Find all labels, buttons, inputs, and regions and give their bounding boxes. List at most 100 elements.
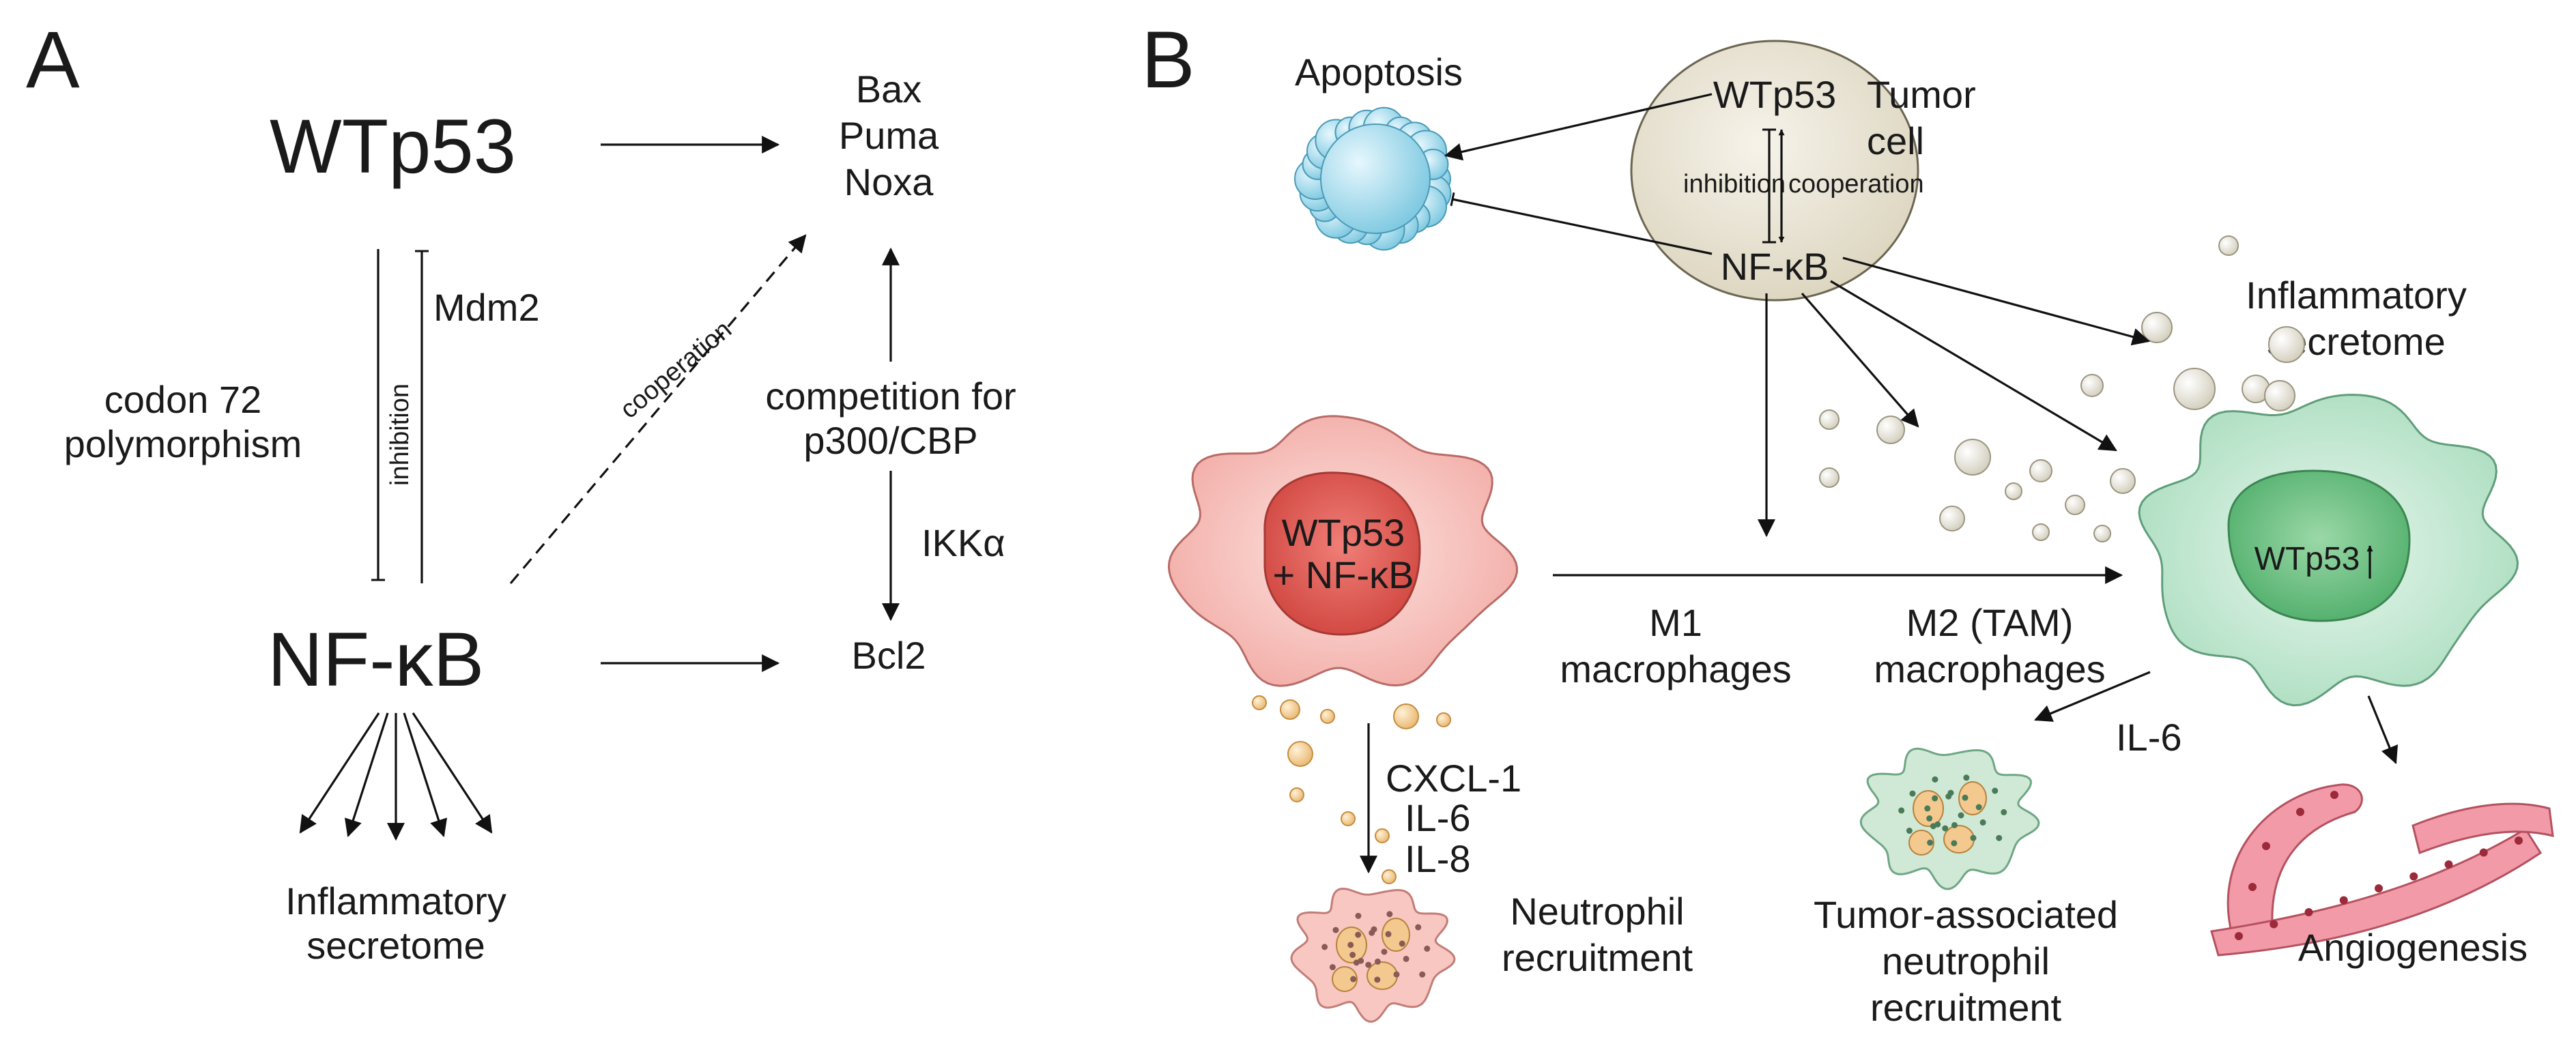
vessel-cell bbox=[2409, 872, 2418, 881]
arrow-nfkb-to-bubbles bbox=[1801, 292, 1919, 428]
cxcl1-label: CXCL-1 bbox=[1386, 757, 1521, 800]
neutrophil-left bbox=[1290, 887, 1456, 1023]
granule-dot bbox=[1381, 948, 1388, 955]
granule-dot bbox=[1934, 821, 1941, 828]
granule-dot bbox=[1349, 952, 1356, 959]
secretome-bubble bbox=[2110, 468, 2136, 494]
secretome-b-line1: Inflammatory bbox=[2246, 274, 2467, 317]
m2-inner-wtp53: WTp53 bbox=[2255, 541, 2360, 577]
tan-line1: Tumor-associated bbox=[1814, 893, 2118, 936]
vessel-cell bbox=[2304, 908, 2313, 916]
tumor-cell-line1: Tumor bbox=[1867, 73, 1976, 116]
granule-dot bbox=[1942, 825, 1949, 832]
granule-dot bbox=[1932, 795, 1938, 802]
granule-dot bbox=[1419, 971, 1426, 978]
bcl2-label: Bcl2 bbox=[852, 634, 926, 677]
vessel-1 bbox=[2227, 783, 2363, 936]
tan-granules bbox=[1898, 774, 2007, 856]
granule-dot bbox=[1369, 929, 1375, 936]
secretome-bubble bbox=[2032, 523, 2050, 541]
tan-line2: neutrophil bbox=[1882, 940, 2050, 982]
granule-dot bbox=[1365, 961, 1372, 968]
secretome-a-line2: secretome bbox=[306, 924, 485, 967]
secretome-bubble bbox=[2029, 459, 2052, 482]
cytokine-granule bbox=[1436, 712, 1451, 727]
secretome-bubble bbox=[1876, 416, 1905, 444]
secretome-bubble bbox=[2080, 374, 2104, 397]
nfkb-label: NF-κB bbox=[268, 617, 484, 702]
granule-dot bbox=[1385, 931, 1392, 937]
granule-dot bbox=[1898, 807, 1905, 814]
cytokine-granule bbox=[1289, 787, 1304, 802]
secretome-bubble bbox=[1819, 467, 1840, 488]
granule-dot bbox=[1415, 924, 1422, 931]
granule-dot bbox=[1906, 828, 1913, 834]
vessel-cell bbox=[2235, 932, 2243, 940]
panel-b-letter: B bbox=[1141, 15, 1195, 105]
secretome-bubble bbox=[2065, 495, 2085, 515]
codon-line2: polymorphism bbox=[64, 422, 302, 465]
granule-dot bbox=[1321, 944, 1328, 950]
nucleus-lobe bbox=[1366, 961, 1398, 990]
granule-dot bbox=[1932, 776, 1938, 783]
nucleus-lobe bbox=[1908, 830, 1934, 856]
arrow-nfkb-to-secretome bbox=[1842, 257, 2151, 346]
vessel-cell bbox=[2339, 896, 2348, 905]
granule-dot bbox=[1970, 834, 1977, 841]
granule-dot bbox=[1393, 971, 1400, 978]
vessel-cell bbox=[2444, 860, 2453, 869]
angiogenesis-label: Angiogenesis bbox=[2298, 926, 2528, 969]
secretome-bubble bbox=[1954, 439, 1991, 476]
secretome-bubble bbox=[2173, 368, 2216, 410]
apoptotic-cell bbox=[1294, 106, 1452, 251]
cytokine-granule bbox=[1393, 703, 1419, 729]
m1-nucleus bbox=[1263, 471, 1421, 636]
fan-arrow-1 bbox=[299, 712, 380, 834]
vessel-2 bbox=[2210, 827, 2543, 957]
wtp53-label: WTp53 bbox=[270, 104, 516, 189]
secretome-bubble bbox=[2218, 235, 2239, 256]
granule-dot bbox=[1424, 945, 1431, 952]
mdm2-label: Mdm2 bbox=[433, 286, 540, 329]
panel-b: B Apoptosis Tumor cell WTp53 NF-κB inhib… bbox=[1141, 15, 2554, 1029]
granule-dot bbox=[1926, 815, 1933, 822]
granule-dot bbox=[1996, 834, 2003, 841]
il8-label: IL-8 bbox=[1405, 837, 1471, 880]
m2-nucleus bbox=[2227, 469, 2411, 622]
bax-label: Bax bbox=[856, 68, 922, 111]
tumor-nfkb: NF-κB bbox=[1721, 245, 1829, 288]
secretome-a-line1: Inflammatory bbox=[285, 879, 506, 922]
granule-dot bbox=[1329, 964, 1336, 971]
tumor-cell-line2: cell bbox=[1867, 119, 1924, 162]
fan-arrow-5 bbox=[412, 712, 493, 834]
arrow-cooperation-dashed bbox=[509, 234, 807, 585]
granule-dot bbox=[1332, 927, 1339, 933]
granule-dot bbox=[1992, 787, 1999, 794]
cooperation-label-a: cooperation bbox=[615, 315, 737, 424]
granule-dot bbox=[1979, 819, 1986, 826]
granule-dot bbox=[1358, 957, 1364, 964]
vessel-cell bbox=[2248, 883, 2257, 891]
granule-dot bbox=[1951, 821, 1958, 828]
cytokine-granule bbox=[1287, 741, 1313, 767]
granule-dot bbox=[1403, 955, 1409, 962]
vessel-cell bbox=[2479, 848, 2488, 857]
vessel-cell bbox=[2375, 884, 2383, 892]
granule-dot bbox=[1347, 942, 1354, 948]
m1-granules bbox=[1252, 695, 1451, 884]
panel-a-letter: A bbox=[26, 15, 80, 105]
noxa-label: Noxa bbox=[844, 160, 934, 203]
granule-dot bbox=[2001, 809, 2007, 815]
tan-line3: recruitment bbox=[1870, 986, 2062, 1029]
secretome-bubble bbox=[2264, 380, 2295, 411]
granule-dot bbox=[1386, 911, 1393, 918]
secretome-bubble bbox=[1819, 409, 1840, 430]
secretome-bubble bbox=[2268, 326, 2305, 363]
il6-left-label: IL-6 bbox=[1405, 796, 1471, 839]
secretome-fan-arrows bbox=[299, 712, 493, 841]
arrow-m2-to-angiogenesis bbox=[2367, 695, 2399, 765]
panel-a: A WTp53 NF-κB Bax Puma Noxa Bcl2 Mdm2 co… bbox=[26, 15, 1016, 967]
granule-dot bbox=[1975, 804, 1982, 811]
vessel-cell bbox=[2270, 920, 2278, 929]
